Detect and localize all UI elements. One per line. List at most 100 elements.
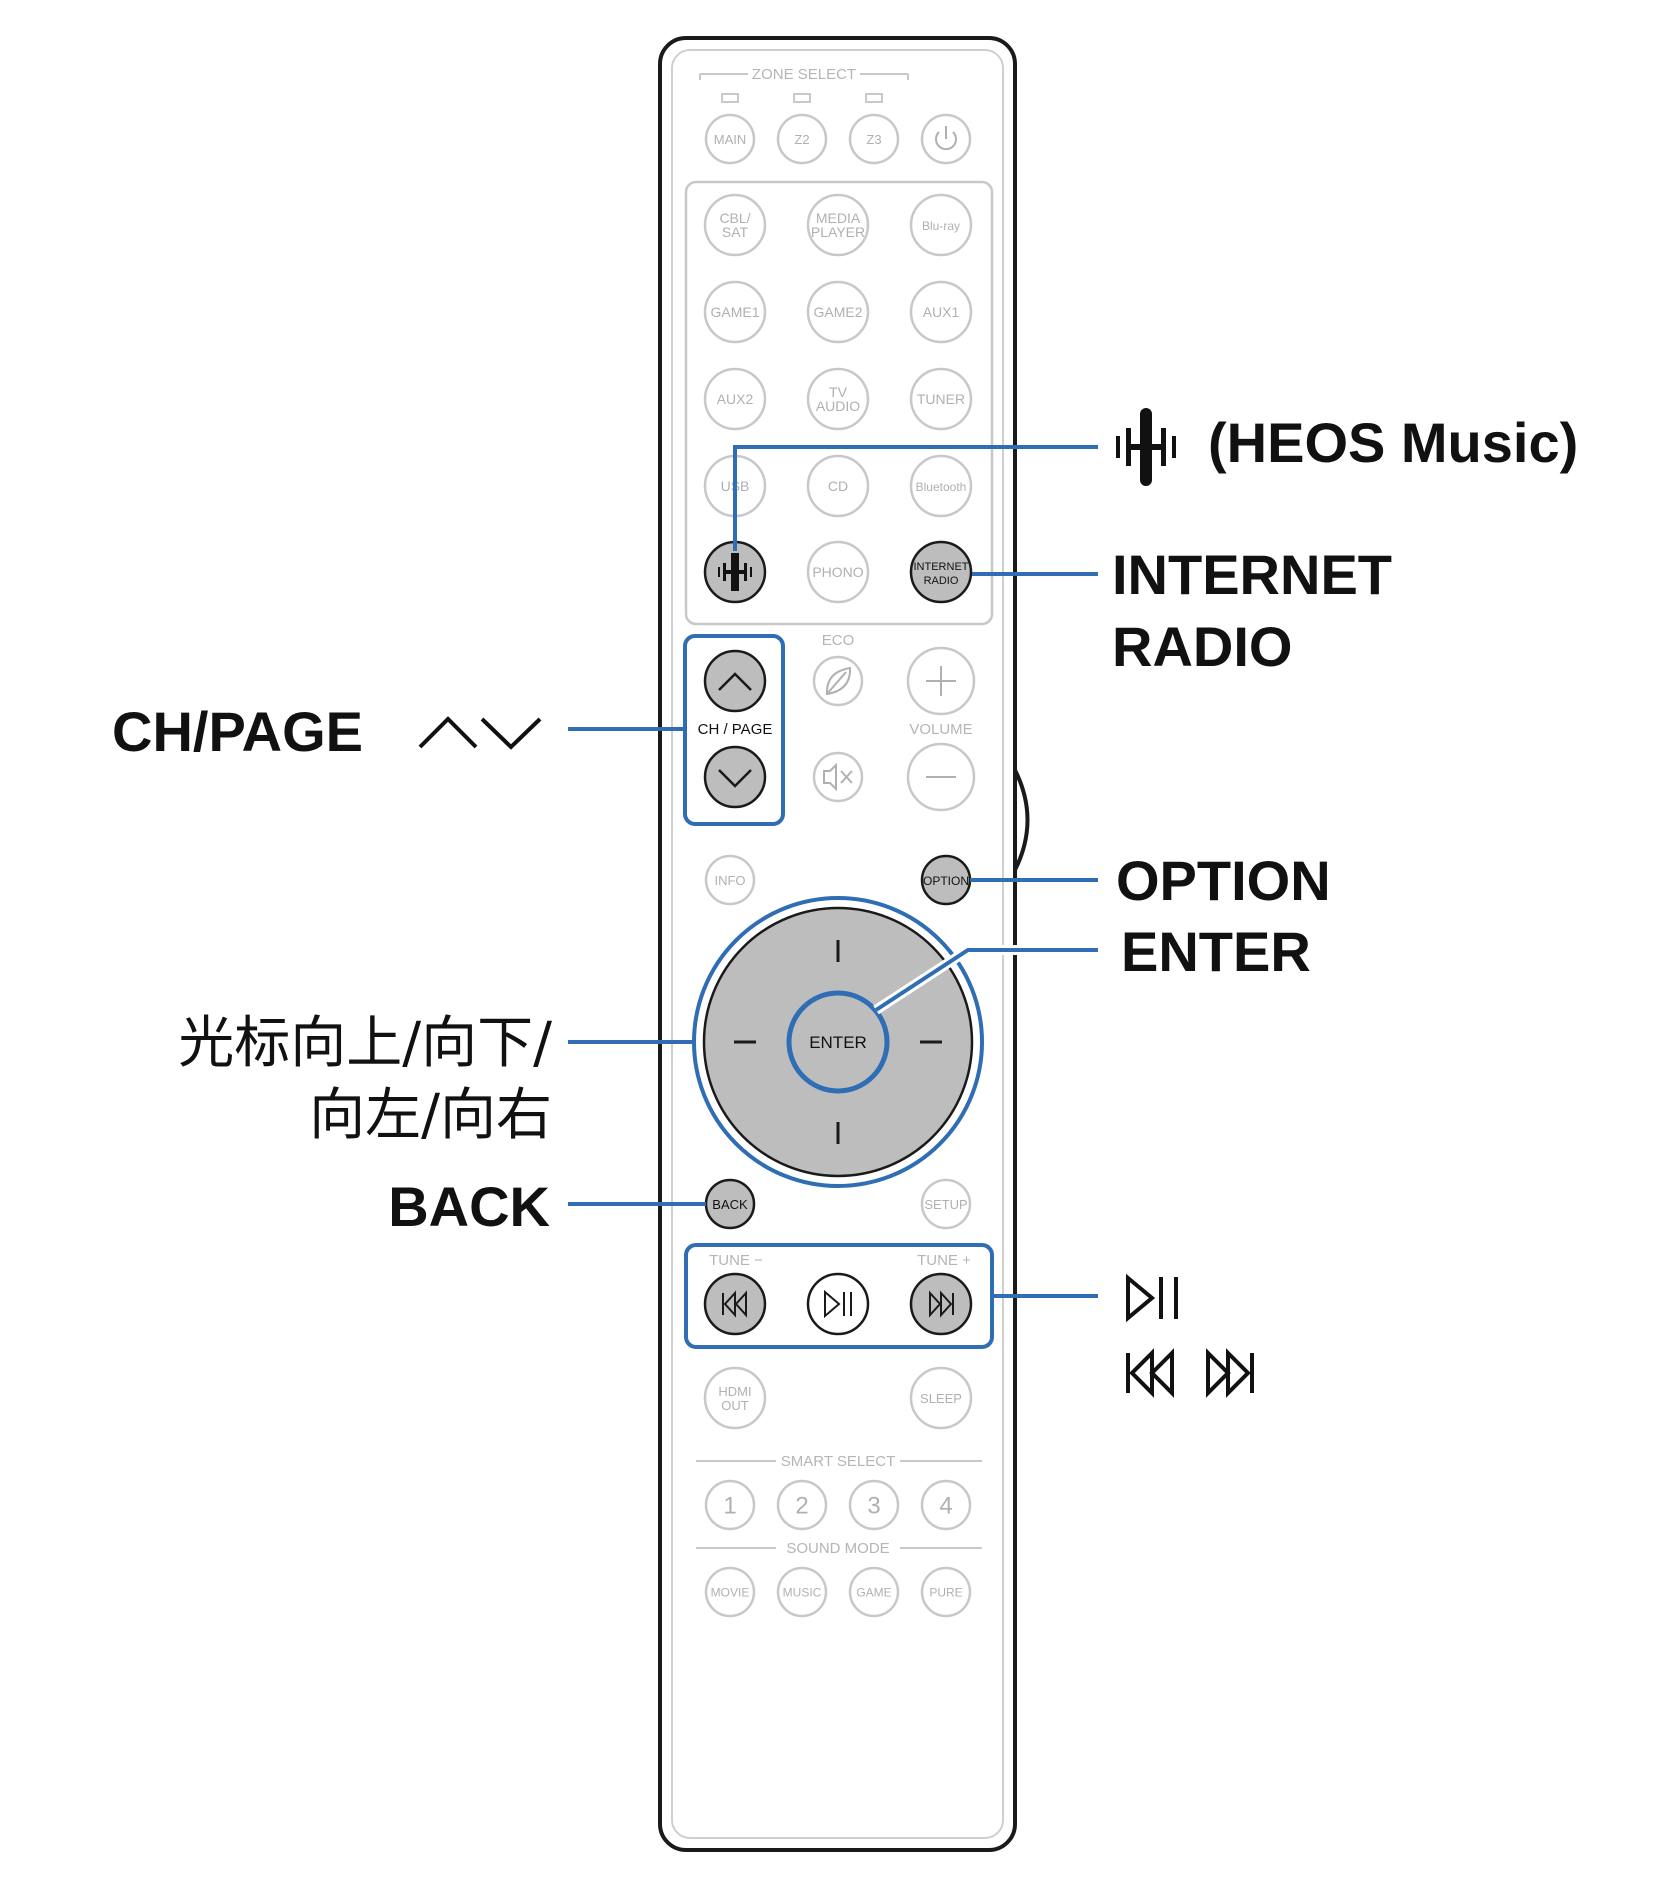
source-button-heos-icon[interactable] [703, 540, 767, 604]
internet-radio-callout-line1: INTERNET [1112, 543, 1392, 606]
option-button-label: OPTION [923, 874, 969, 888]
source-button-game1[interactable]: GAME1 [703, 280, 767, 344]
source-button-label: MEDIA [816, 210, 861, 226]
source-button-label: CBL/ [719, 210, 750, 226]
ch-page-callout-text: CH/PAGE [112, 700, 363, 763]
hdmi-out-button[interactable]: HDMI OUT [703, 1366, 767, 1430]
info-button[interactable]: INFO [704, 854, 756, 906]
source-button-bluetooth[interactable]: Bluetooth [909, 454, 973, 518]
source-button-outline [806, 367, 870, 431]
source-button-outline [703, 280, 767, 344]
source-button-blu-ray[interactable]: Blu-ray [909, 193, 973, 257]
source-button-label: PHONO [812, 564, 863, 580]
enter-button-label: ENTER [809, 1033, 867, 1052]
eco-label: ECO [822, 632, 855, 649]
heos-callout-line [733, 445, 1098, 551]
sound-mode-button-game[interactable]: GAME [848, 1566, 900, 1618]
play-pause-button[interactable] [806, 1272, 870, 1336]
sound-mode-button-label: PURE [929, 1585, 962, 1599]
volume-up-button[interactable] [906, 646, 976, 716]
source-button-game2[interactable]: GAME2 [806, 280, 870, 344]
tune-plus-label: TUNE + [917, 1252, 971, 1269]
back-button-label: BACK [712, 1197, 748, 1212]
source-button-label: RADIO [924, 575, 959, 587]
power-icon [935, 126, 957, 151]
cursor-callout-line1: 光标向上/向下/ [178, 1011, 552, 1076]
skip-forward-button[interactable] [909, 1272, 973, 1336]
source-button-phono[interactable]: PHONO [806, 540, 870, 604]
source-button-aux2[interactable]: AUX2 [703, 367, 767, 431]
source-button-tuner[interactable]: TUNER [909, 367, 973, 431]
sound-mode-button-movie[interactable]: MOVIE [704, 1566, 756, 1618]
smart-select-button-outline [776, 1479, 828, 1531]
main-zone-label: MAIN [714, 132, 747, 147]
power-button[interactable] [920, 113, 972, 165]
smart-select-button-1[interactable]: 1 [704, 1479, 756, 1531]
setup-label: SETUP [924, 1197, 967, 1212]
leaf-icon [825, 666, 852, 696]
skip-forward-icon [929, 1290, 954, 1318]
skip-back-button[interactable] [703, 1272, 767, 1336]
setup-button[interactable]: SETUP [920, 1178, 972, 1230]
enter-callout-line-blue [874, 948, 1098, 1012]
ch-page-up-button[interactable] [703, 649, 767, 713]
source-button-outline [806, 193, 870, 257]
smart-select-button-outline [920, 1479, 972, 1531]
volume-down-button[interactable] [906, 742, 976, 812]
mute-button[interactable] [812, 751, 864, 803]
ch-page-callout: CH/PAGE [112, 700, 542, 763]
source-button-label: Blu-ray [922, 219, 960, 233]
smart-select-button-outline [704, 1479, 756, 1531]
source-button-label: CD [828, 478, 848, 494]
ch-page-down-button[interactable] [703, 745, 767, 809]
source-button-internet-radio[interactable]: INTERNET RADIO [909, 540, 973, 604]
ch-page-label: CH / PAGE [698, 721, 773, 738]
source-button-label: AUDIO [816, 398, 860, 414]
source-button-aux1[interactable]: AUX1 [909, 280, 973, 344]
heos-icon-bar [718, 567, 720, 577]
zone2-button[interactable]: Z2 [776, 113, 828, 165]
smart-select-button-4[interactable]: 4 [920, 1479, 972, 1531]
sound-mode-button-music[interactable]: MUSIC [776, 1566, 828, 1618]
heos-callout: (HEOS Music) [1116, 408, 1578, 486]
sound-mode-button-pure[interactable]: PURE [920, 1566, 972, 1618]
chevron-down-icon [718, 769, 752, 788]
sound-mode-button-outline [776, 1566, 828, 1618]
source-button-cd[interactable]: CD [806, 454, 870, 518]
smart-select-button-3[interactable]: 3 [848, 1479, 900, 1531]
back-callout-text: BACK [388, 1175, 550, 1238]
eco-volume-section: ECO VOLUME [812, 632, 976, 812]
info-label: INFO [714, 873, 745, 888]
source-button-outline [806, 454, 870, 518]
enter-callout-text: ENTER [1121, 920, 1311, 983]
main-zone-button[interactable]: MAIN [704, 113, 756, 165]
source-button-label: SAT [722, 224, 749, 240]
source-button-cbl-sat[interactable]: CBL/SAT [703, 193, 767, 257]
source-button-outline [909, 367, 973, 431]
zone3-label: Z3 [866, 132, 881, 147]
source-button-label: INTERNET [914, 561, 969, 573]
source-button-label: TV [829, 384, 848, 400]
smart-select-button-label: 1 [723, 1493, 736, 1520]
source-button-label: GAME1 [710, 304, 759, 320]
zone2-label: Z2 [794, 132, 809, 147]
back-button[interactable]: BACK [704, 1178, 756, 1230]
zone3-button[interactable]: Z3 [848, 113, 900, 165]
eco-button[interactable] [812, 655, 864, 707]
zone-select-section: ZONE SELECT MAIN Z2 Z3 [699, 66, 972, 165]
smart-select-button-outline [848, 1479, 900, 1531]
chevron-down-icon [480, 717, 542, 750]
internet-radio-callout-line2: RADIO [1112, 615, 1292, 678]
option-button[interactable]: OPTION [920, 854, 972, 906]
source-button-label: Bluetooth [916, 480, 967, 494]
sleep-button[interactable]: SLEEP [909, 1366, 973, 1430]
enter-button[interactable]: ENTER [786, 990, 890, 1094]
smart-select-button-2[interactable]: 2 [776, 1479, 828, 1531]
